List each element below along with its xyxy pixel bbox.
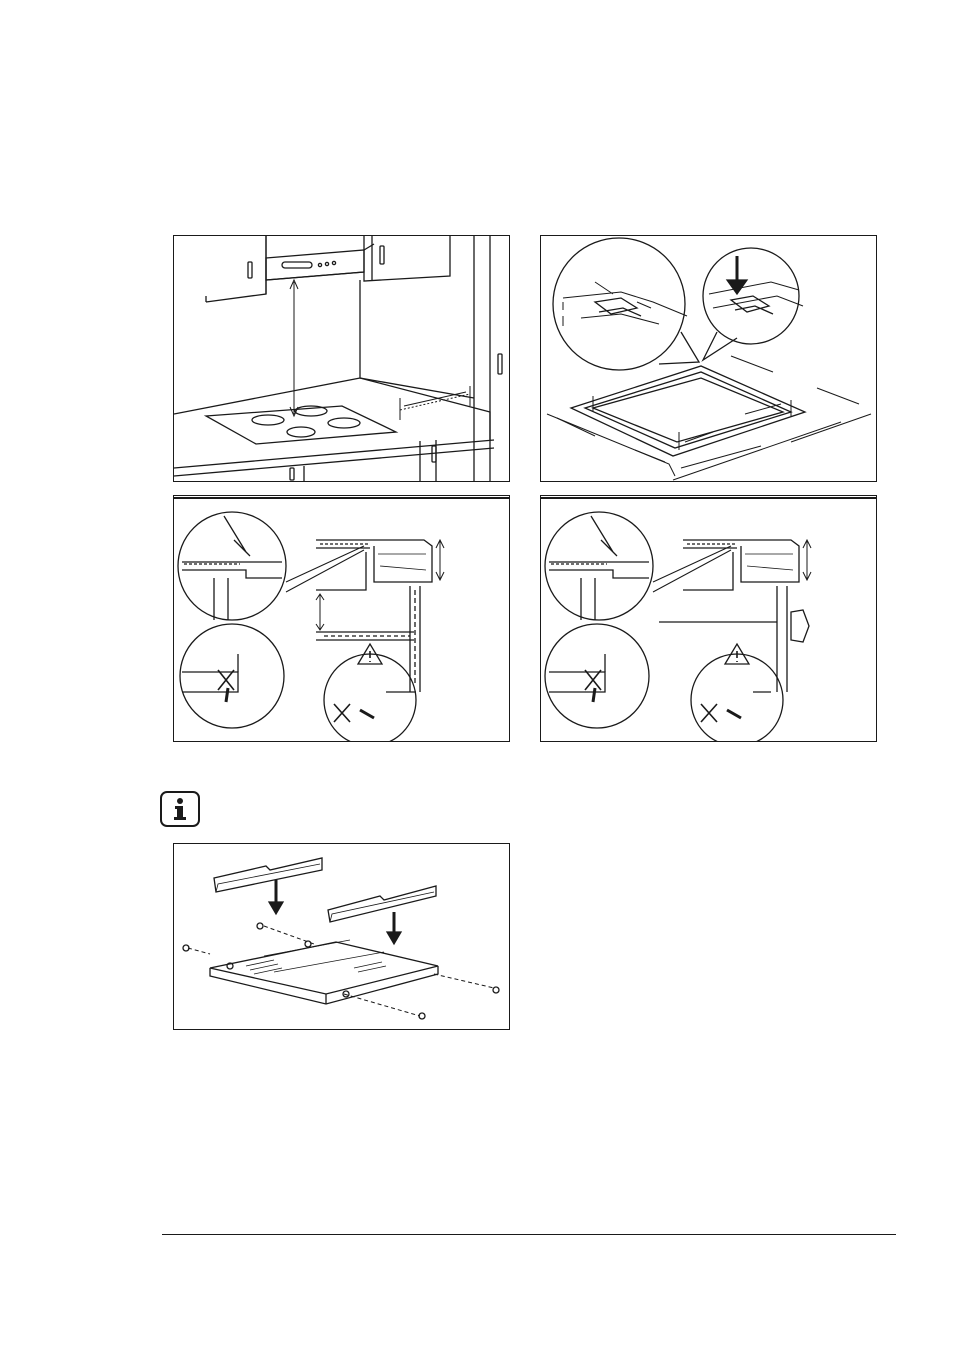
cooker-hood-clearance-illustration xyxy=(174,236,509,481)
worktop-cutout-with-shelf-illustration xyxy=(174,496,509,741)
fig-sealing-strip xyxy=(540,235,877,482)
mounting-bracket-assembly-illustration xyxy=(174,844,509,1029)
fig-cutout-with-shelf xyxy=(173,495,510,742)
fig-hood-clearance xyxy=(173,235,510,482)
sealing-strip-installation-illustration xyxy=(541,236,876,481)
fig-bracket-assembly xyxy=(173,843,510,1030)
footer-rule xyxy=(162,1234,896,1235)
info-icon xyxy=(160,791,200,827)
worktop-cutout-with-oven-illustration xyxy=(541,496,876,741)
fig-cutout-with-oven xyxy=(540,495,877,742)
info-glyph xyxy=(162,793,198,825)
